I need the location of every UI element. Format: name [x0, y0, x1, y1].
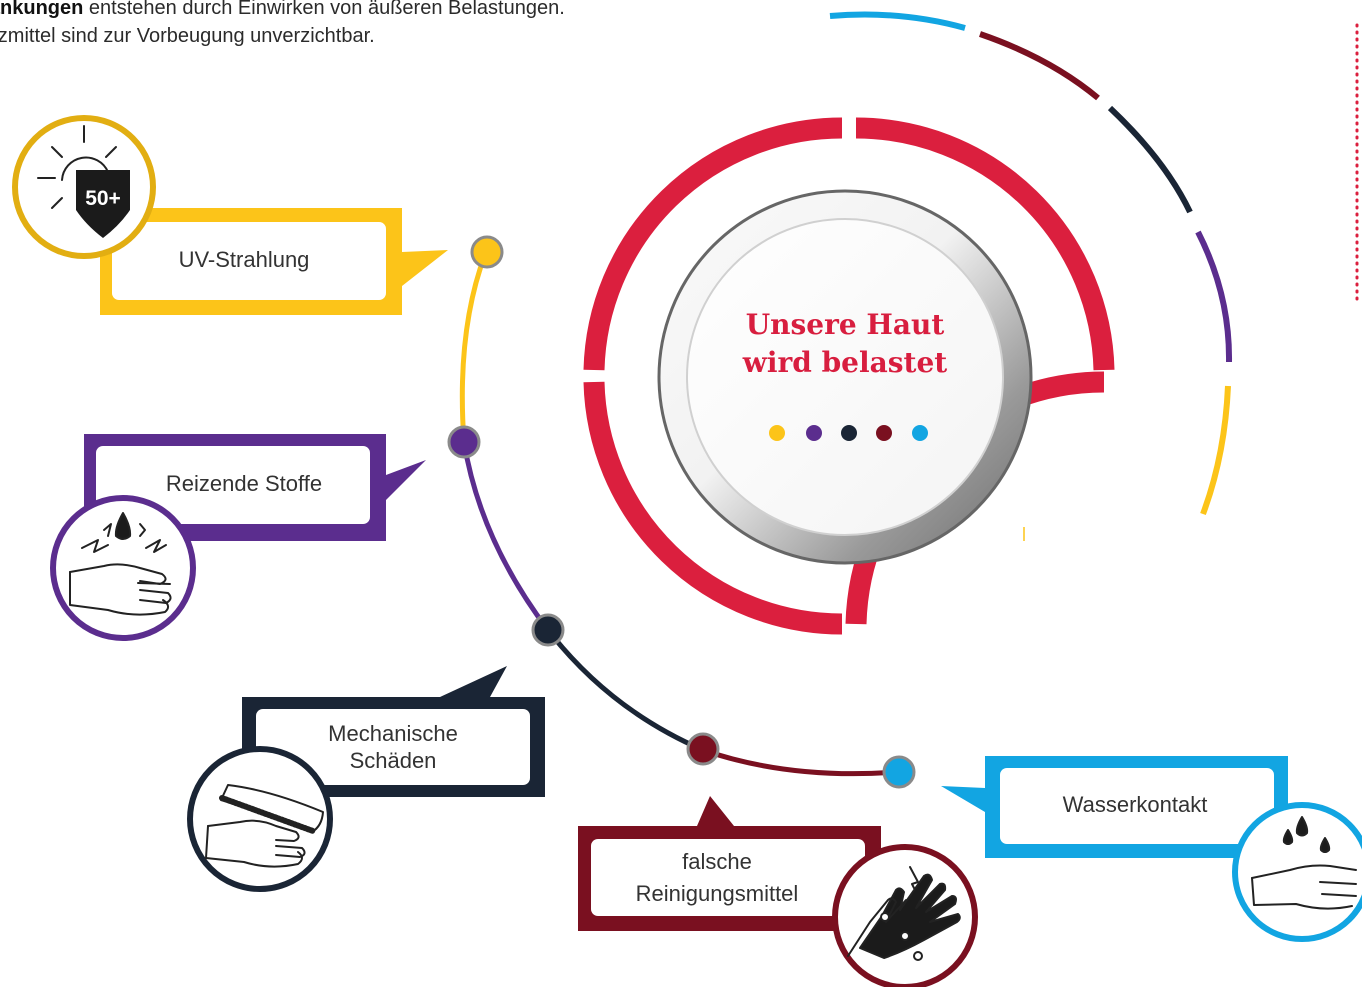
intro-line1: entstehen durch Einwirken von äußeren Be… [83, 0, 565, 19]
factor-curve [459, 249, 901, 777]
reizende-label: Reizende Stoffe [165, 471, 323, 496]
center-color-dots [769, 425, 928, 441]
node-navy [531, 613, 565, 647]
mechanische-label-line2: Schäden [349, 748, 437, 773]
node-cyan [882, 755, 916, 789]
bubble-mechanische-inner [256, 709, 530, 785]
label-falsche-reinigungsmittel: falsche Reinigungsmittel [580, 839, 854, 916]
uv-badge-wrap: 50+ [76, 183, 130, 215]
center-title: Unsere Haut wird belastet [700, 306, 990, 382]
label-reizende-stoffe: Reizende Stoffe [107, 446, 381, 522]
label-wasserkontakt: Wasserkontakt [998, 768, 1272, 842]
outer-segmented-arc [829, 11, 1233, 516]
intro-text: krankungen entstehen durch Einwirken von… [0, 0, 790, 50]
label-uv-strahlung: UV-Strahlung [112, 222, 376, 298]
bubble-reinigungsmittel-inner [591, 839, 865, 916]
wasser-label: Wasserkontakt [1062, 792, 1208, 817]
factor-reizende-stoffe [50, 434, 426, 641]
dot-navy [841, 425, 857, 441]
node-purple [447, 425, 481, 459]
center-title-line2: wird belastet [742, 346, 948, 379]
hand-water-drops-icon [1251, 816, 1357, 910]
bubble-uv-inner [112, 222, 386, 300]
reinigung-label-line1: falsche [682, 848, 752, 874]
dot-cyan [912, 425, 928, 441]
curve-nodes [447, 235, 916, 789]
center-circle [657, 189, 1033, 565]
bubble-wasser-inner [1000, 768, 1274, 844]
hand-irritant-icon [69, 512, 172, 616]
sun-spf50-icon [37, 125, 130, 238]
uv-label: UV-Strahlung [178, 247, 310, 272]
factor-reinigungsmittel [578, 796, 978, 987]
dot-maroon [876, 425, 892, 441]
dot-yellow [769, 425, 785, 441]
intro-line2: hutzmittel sind zur Vorbeugung unverzich… [0, 25, 375, 47]
label-mechanische-schaeden: Mechanische Schäden [256, 709, 530, 785]
dot-purple [806, 425, 822, 441]
hand-cleaner-icon [847, 866, 961, 961]
uv-badge: 50+ [85, 187, 121, 210]
factor-wasserkontakt [941, 756, 1362, 942]
node-maroon [686, 732, 720, 766]
center-title-line1: Unsere Haut [745, 308, 945, 341]
mechanische-label-line1: Mechanische [328, 721, 458, 746]
factor-uv [12, 115, 448, 315]
factor-mechanische [187, 666, 545, 892]
node-yellow [470, 235, 504, 269]
reinigung-label-line2: Reinigungsmittel [635, 880, 799, 906]
icon-circle-mechanische [187, 746, 333, 892]
bubble-reizende-inner [96, 446, 370, 524]
hand-brush-icon [205, 784, 324, 868]
intro-highlight: krankungen [0, 0, 84, 19]
